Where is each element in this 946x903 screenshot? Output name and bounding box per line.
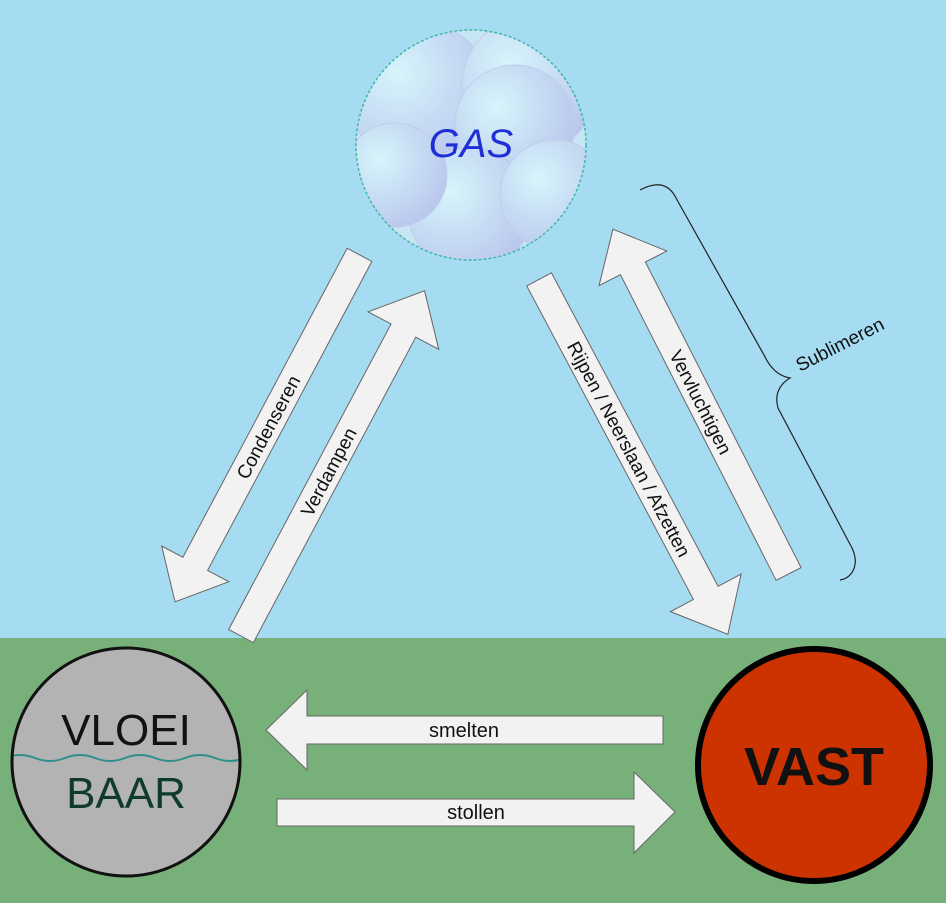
freezing-arrow: stollen xyxy=(276,770,676,855)
solid-label: VAST xyxy=(744,737,884,797)
gas-state: GAS xyxy=(355,29,587,261)
melting-label: smelten xyxy=(429,720,499,742)
freezing-label: stollen xyxy=(447,802,505,824)
liquid-state: VLOEI BAAR xyxy=(10,646,242,878)
gas-label: GAS xyxy=(429,122,514,166)
liquid-label-bottom: BAAR xyxy=(66,769,186,818)
liquid-label-top: VLOEI xyxy=(61,706,191,755)
solid-state: VAST xyxy=(695,646,933,884)
melting-arrow: smelten xyxy=(265,688,664,772)
